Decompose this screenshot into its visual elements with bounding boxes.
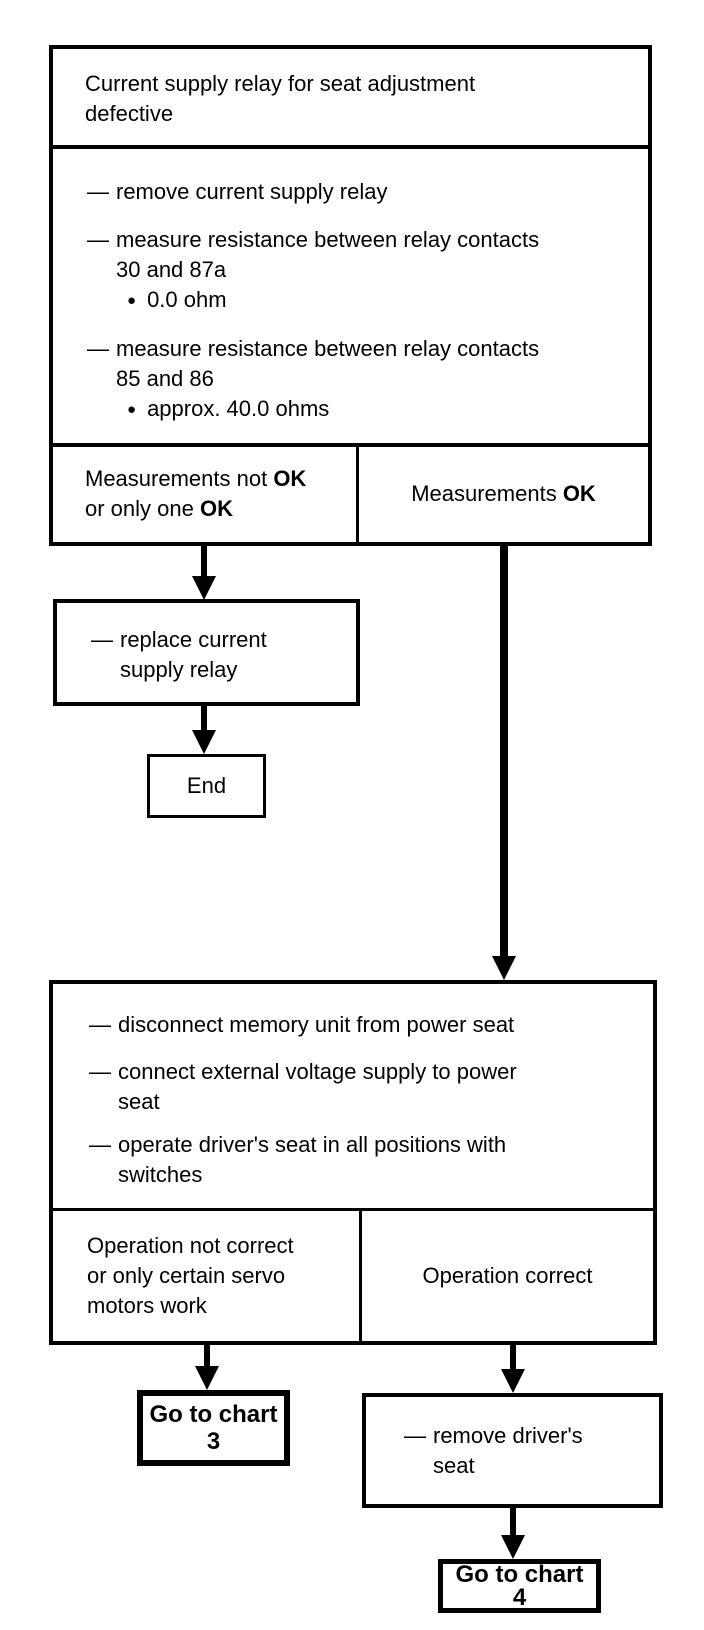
test-steps: — disconnect memory unit from power seat…	[53, 984, 653, 1208]
remove-seat-box: — remove driver's seat	[362, 1393, 663, 1508]
dot-bullet-icon: ●	[127, 400, 137, 418]
goto-chart-number: 4	[512, 1584, 527, 1611]
dash-bullet-icon: —	[404, 1423, 426, 1448]
fault-title: Current supply relay for seat adjustment…	[53, 49, 648, 149]
down-arrow-operation-correct	[501, 1345, 525, 1393]
goto-chart-4-box: Go to chart 4	[438, 1559, 601, 1613]
action-item: — measure resistance between relay conta…	[87, 225, 636, 316]
action-text: connect external voltage supply to power…	[118, 1059, 517, 1114]
action-item: — connect external voltage supply to pow…	[89, 1057, 641, 1117]
arrow-shaft	[204, 1345, 210, 1368]
dot-bullet-icon: ●	[127, 291, 137, 309]
action-text-lines: measure resistance between relay contact…	[116, 226, 540, 282]
action-text: measure resistance between relay contact…	[116, 334, 539, 425]
action-item: — remove driver's seat	[366, 1421, 659, 1481]
arrow-shaft	[201, 706, 207, 732]
action-item: — remove current supply relay	[87, 177, 636, 207]
dash-bullet-icon: —	[87, 335, 109, 361]
dash-bullet-icon: —	[87, 226, 109, 252]
measurement-steps: — remove current supply relay — measure …	[53, 149, 648, 443]
dash-bullet-icon: —	[89, 1059, 111, 1084]
down-arrow-not-ok	[192, 546, 216, 600]
arrow-head-icon	[192, 730, 216, 754]
arrow-head-icon	[501, 1369, 525, 1393]
action-text: operate driver's seat in all positions w…	[118, 1132, 507, 1187]
expected-result-text: approx. 40.0 ohms	[147, 395, 330, 421]
dash-bullet-icon: —	[87, 178, 109, 204]
end-box: End	[147, 754, 266, 818]
fault-diagnosis-box: Current supply relay for seat adjustment…	[49, 45, 652, 546]
arrow-head-icon	[192, 576, 216, 600]
action-text: disconnect memory unit from power seat	[118, 1012, 515, 1037]
outcome-cell-operation-not-correct: Operation not correct or only certain se…	[53, 1211, 362, 1341]
outcome-cell-operation-correct: Operation correct	[362, 1211, 653, 1341]
expected-result: ● approx. 40.0 ohms	[127, 394, 539, 425]
arrow-shaft	[510, 1345, 516, 1371]
goto-chart-3-box: Go to chart 3	[137, 1390, 290, 1466]
down-arrow-operation-not-correct	[195, 1345, 219, 1390]
action-text-lines: measure resistance between relay contact…	[116, 335, 540, 391]
action-text: measure resistance between relay contact…	[116, 225, 539, 316]
arrow-head-icon	[501, 1535, 525, 1559]
outcome-text: or only one OK	[85, 496, 233, 522]
arrow-head-icon	[195, 1366, 219, 1390]
action-text: replace current supply relay	[120, 627, 267, 682]
goto-label: Go to chart	[149, 1401, 278, 1428]
action-text: remove current supply relay	[116, 178, 388, 204]
outcome-text: Operation not correct or only certain se…	[87, 1233, 294, 1318]
outcome-cell-measurements-not-ok: Measurements not OK or only one OK	[53, 446, 359, 542]
arrow-shaft	[510, 1508, 516, 1537]
end-label: End	[186, 773, 227, 798]
action-item: — replace current supply relay	[57, 625, 356, 685]
measurement-outcome-row: Measurements not OK or only one OK Measu…	[53, 442, 648, 542]
action-item: — operate driver's seat in all positions…	[89, 1130, 641, 1190]
action-item: — measure resistance between relay conta…	[87, 334, 636, 425]
dash-bullet-icon: —	[91, 627, 113, 652]
outcome-text: Operation correct	[422, 1263, 593, 1288]
expected-result-text: 0.0 ohm	[147, 286, 227, 312]
outcome-text: Measurements not OK	[85, 466, 307, 492]
dash-bullet-icon: —	[89, 1012, 111, 1037]
arrow-shaft	[201, 546, 207, 578]
goto-label: Go to chart	[455, 1561, 584, 1588]
goto-chart-number: 3	[206, 1428, 221, 1455]
dash-bullet-icon: —	[89, 1132, 111, 1157]
arrow-shaft	[500, 546, 508, 958]
arrow-head-icon	[492, 956, 516, 980]
down-arrow-to-chart-4	[501, 1508, 525, 1559]
down-arrow-to-end	[192, 706, 216, 754]
replace-relay-box: — replace current supply relay	[53, 599, 360, 706]
action-text: remove driver's seat	[433, 1423, 583, 1478]
action-item: — disconnect memory unit from power seat	[89, 1010, 641, 1040]
expected-result: ● 0.0 ohm	[127, 285, 539, 316]
outcome-cell-measurements-ok: Measurements OK	[359, 447, 648, 542]
operation-outcome-row: Operation not correct or only certain se…	[53, 1208, 653, 1341]
down-arrow-measurements-ok	[492, 546, 516, 980]
seat-operation-test-box: — disconnect memory unit from power seat…	[49, 980, 657, 1345]
outcome-text: Measurements OK	[411, 481, 596, 507]
